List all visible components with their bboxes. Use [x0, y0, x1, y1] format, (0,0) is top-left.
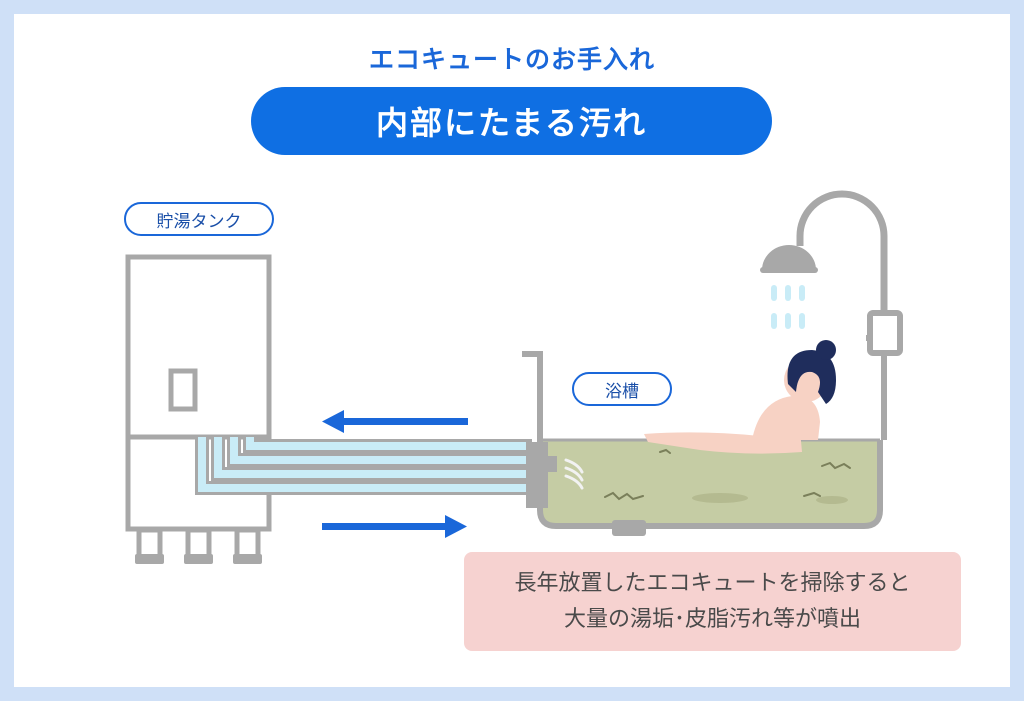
bathtub-outlet	[526, 442, 548, 508]
pipes	[195, 437, 532, 495]
warning-note: 長年放置したエコキュートを掃除すると 大量の湯垢･皮脂汚れ等が噴出	[464, 552, 961, 651]
flow-marks	[564, 458, 584, 490]
tank-feet-base	[135, 554, 262, 564]
dirt-particles	[604, 448, 851, 501]
diagram-title: 内部にたまる汚れ	[251, 87, 772, 155]
tank	[125, 254, 272, 563]
shower-icon	[760, 190, 903, 440]
person-bathing-icon	[644, 340, 836, 454]
diagram-subtitle: エコキュートのお手入れ	[368, 45, 655, 74]
tank-panel	[168, 368, 198, 412]
bathtub-drain	[612, 520, 646, 536]
bathtub	[522, 351, 883, 536]
arrow-right-icon	[322, 515, 467, 538]
arrow-left-icon	[322, 410, 468, 433]
warning-note-line-2: 大量の湯垢･皮脂汚れ等が噴出	[563, 606, 861, 632]
bathtub-label: 浴槽	[572, 372, 672, 406]
tank-label: 貯湯タンク	[124, 202, 274, 236]
warning-note-line-1: 長年放置したエコキュートを掃除すると	[514, 570, 911, 596]
